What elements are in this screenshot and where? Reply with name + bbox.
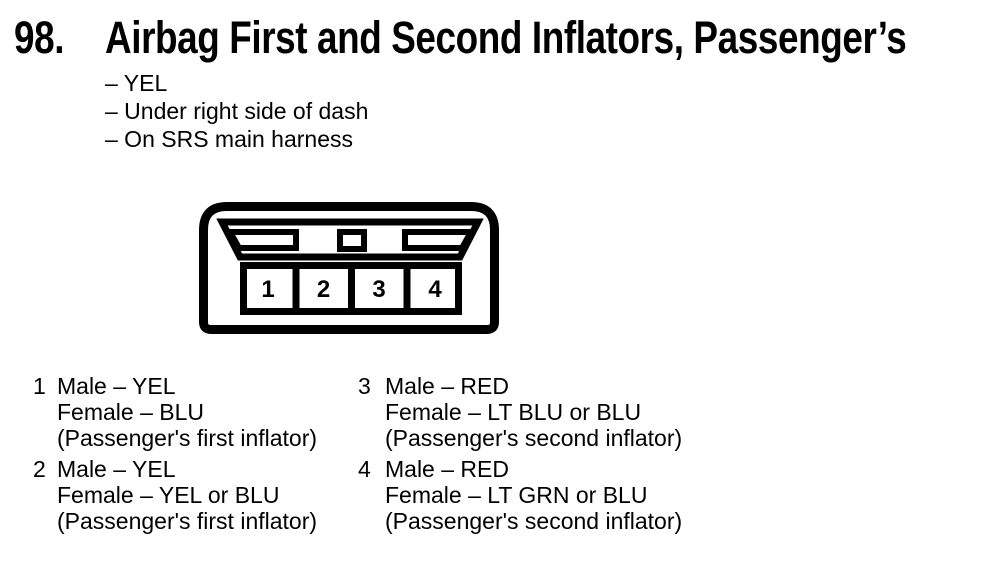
- legend-male-wire: Male – YEL: [57, 373, 176, 399]
- legend-note: (Passenger's first inflator): [57, 508, 318, 534]
- legend-female-wire: Female – BLU: [57, 399, 205, 425]
- legend-note: (Passenger's first inflator): [57, 425, 318, 451]
- pin-number-1: 1: [261, 276, 274, 303]
- legend-male-wire: Male – RED: [385, 373, 509, 399]
- legend-item-pin3: 3 Male – RED Female – LT BLU or BLU (Pas…: [358, 373, 682, 451]
- detail-line-location: – Under right side of dash: [105, 98, 369, 124]
- connector-details: – YEL – Under right side of dash – On SR…: [105, 69, 368, 153]
- detail-line-harness: – On SRS main harness: [105, 126, 354, 152]
- latch-nub: [463, 202, 471, 208]
- legend-pin-number: 4: [358, 456, 371, 482]
- legend-item-pin2: 2 Male – YEL Female – YEL or BLU (Passen…: [33, 456, 317, 534]
- item-number: 98.: [14, 12, 65, 63]
- legend-male-wire: Male – YEL: [57, 456, 176, 482]
- keyway-slot-right: [402, 229, 477, 251]
- legend-item-pin4: 4 Male – RED Female – LT GRN or BLU (Pas…: [358, 456, 682, 534]
- legend-female-wire: Female – LT GRN or BLU: [385, 482, 648, 508]
- connector-diagram: 1 2 3 4: [199, 202, 499, 334]
- keyway-center: [337, 229, 367, 252]
- page-title: Airbag First and Second Inflators, Passe…: [105, 12, 907, 63]
- legend-item-pin1: 1 Male – YEL Female – BLU (Passenger's f…: [33, 373, 317, 451]
- legend-female-wire: Female – YEL or BLU: [57, 482, 280, 508]
- pin-legend-right: 3 Male – RED Female – LT BLU or BLU (Pas…: [358, 373, 682, 534]
- pin-number-3: 3: [372, 276, 385, 303]
- pin-number-2: 2: [317, 276, 330, 303]
- legend-pin-number: 2: [33, 456, 46, 482]
- pin-number-4: 4: [428, 276, 442, 303]
- legend-note: (Passenger's second inflator): [385, 508, 683, 534]
- legend-pin-number: 1: [33, 373, 46, 399]
- detail-line-color: – YEL: [105, 70, 168, 96]
- legend-female-wire: Female – LT BLU or BLU: [385, 399, 642, 425]
- legend-male-wire: Male – RED: [385, 456, 509, 482]
- pin-legend-left: 1 Male – YEL Female – BLU (Passenger's f…: [33, 373, 317, 534]
- keyway-slot-left: [224, 229, 299, 251]
- legend-note: (Passenger's second inflator): [385, 425, 683, 451]
- legend-pin-number: 3: [358, 373, 371, 399]
